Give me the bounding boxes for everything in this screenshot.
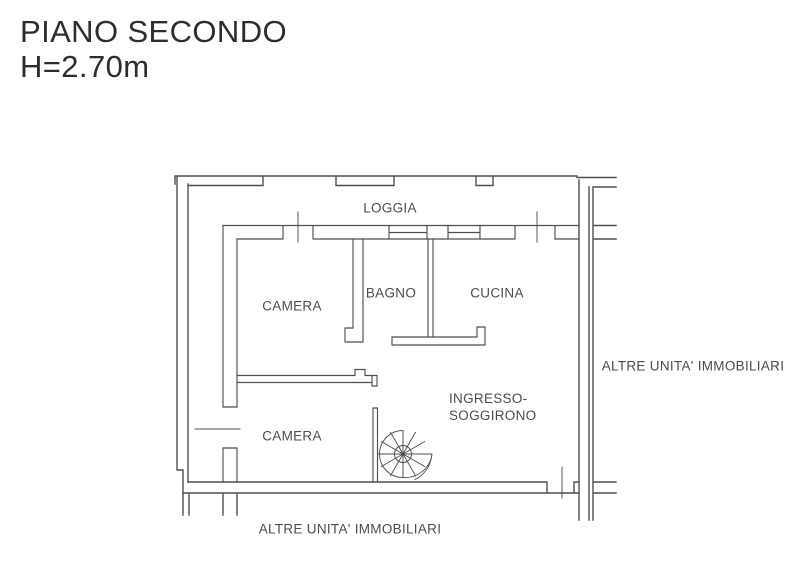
stair-center-post [394, 445, 412, 463]
bagno-cucina-bottom-wall [391, 326, 486, 346]
door-opening-ticks [194, 211, 563, 499]
stair-outline [379, 430, 433, 481]
camera-left-wall [222, 224, 238, 483]
room-label-loggia: LOGGIA [363, 200, 417, 216]
loggia-wall [222, 224, 580, 240]
window-cucina [447, 224, 481, 240]
bagno-cucina-wall [427, 238, 434, 338]
adjacent-units-label-right: ALTRE UNITA' IMMOBILIARI [601, 358, 785, 374]
interior-walls [222, 224, 486, 483]
spiral-staircase [377, 430, 433, 481]
window-bagno [388, 224, 428, 240]
ceiling-height-note: H=2.70m [20, 49, 150, 84]
adjacent-units-label-bottom: ALTRE UNITA' IMMOBILIARI [258, 521, 442, 537]
room-label-camera-top: CAMERA [262, 298, 322, 314]
stair-treads [377, 430, 433, 478]
room-label-camera-bottom: CAMERA [262, 428, 322, 444]
room-label-ingresso-soggiorno: INGRESSO- SOGGIRONO [449, 391, 536, 424]
camera-divider-wall [236, 368, 378, 387]
room-label-cucina: CUCINA [470, 285, 524, 301]
ingresso-label-line1: INGRESSO- [449, 391, 528, 406]
outer-walls [174, 175, 617, 521]
bagno-left-wall [344, 238, 364, 343]
ingresso-label-line2: SOGGIRONO [449, 407, 537, 423]
stair-wall [372, 407, 379, 483]
page-title: PIANO SECONDO [20, 14, 288, 49]
room-label-bagno: BAGNO [365, 285, 417, 301]
title-block: PIANO SECONDO H=2.70m [20, 14, 287, 84]
